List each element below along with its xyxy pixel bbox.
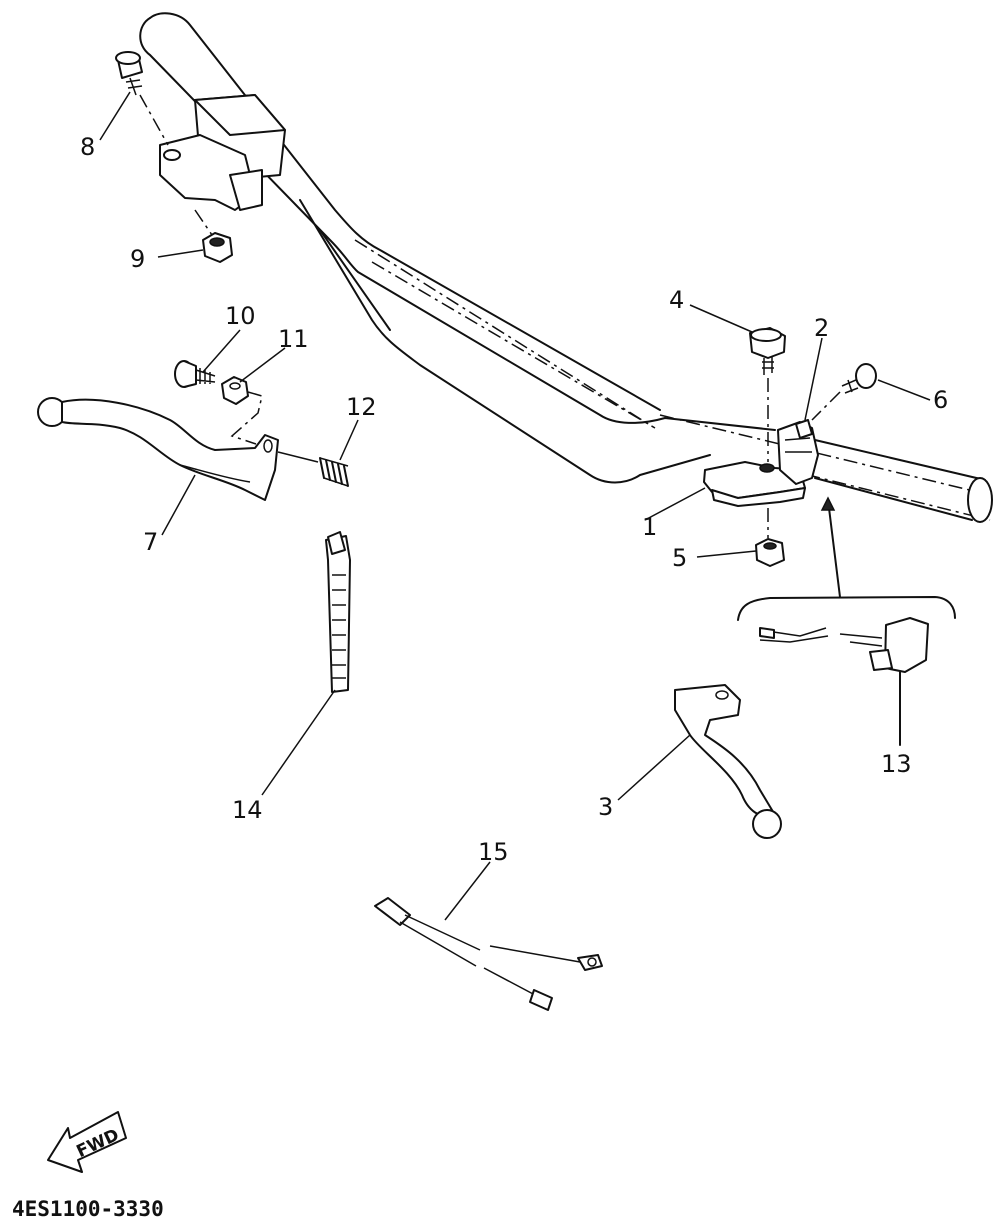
part-15-lead: [374, 897, 603, 1011]
fwd-arrow: FWD: [47, 1111, 127, 1173]
callout-7: 7: [143, 528, 158, 556]
callout-2: 2: [814, 314, 829, 342]
part-3-lever: [674, 684, 782, 839]
part-2-bracket: [777, 419, 819, 485]
callout-labels: 1 2 3 4 5 6 7 8 9 10 11 12 13 14 15: [80, 133, 948, 866]
callout-14: 14: [232, 796, 263, 824]
part-4-bolt: [749, 327, 786, 462]
callout-15: 15: [478, 838, 509, 866]
part-6-screw: [811, 363, 877, 421]
part-8-bolt: [115, 51, 169, 146]
callout-8: 8: [80, 133, 95, 161]
handlebar: [139, 12, 993, 523]
callout-11: 11: [278, 325, 309, 353]
callout-5: 5: [672, 544, 687, 572]
callout-9: 9: [130, 245, 145, 273]
part-10-bolt: [174, 360, 216, 388]
master-cylinder: [159, 94, 286, 211]
callout-1: 1: [642, 513, 657, 541]
callout-12: 12: [346, 393, 377, 421]
callout-13: 13: [881, 750, 912, 778]
part-14-band: [325, 531, 351, 693]
part-12-spring: [277, 451, 349, 487]
callout-10: 10: [225, 302, 256, 330]
callout-6: 6: [933, 386, 948, 414]
callout-3: 3: [598, 793, 613, 821]
part-13-switch: [737, 496, 956, 746]
part-7-lever: [37, 397, 279, 501]
part-9-nut: [194, 209, 233, 263]
diagram-code: 4ES1100-3330: [12, 1197, 164, 1221]
part-5-nut: [755, 508, 785, 567]
leader-lines: [99, 91, 931, 921]
handlebar-end: [967, 477, 993, 523]
callout-4: 4: [669, 286, 684, 314]
part-11-nut: [221, 376, 263, 445]
